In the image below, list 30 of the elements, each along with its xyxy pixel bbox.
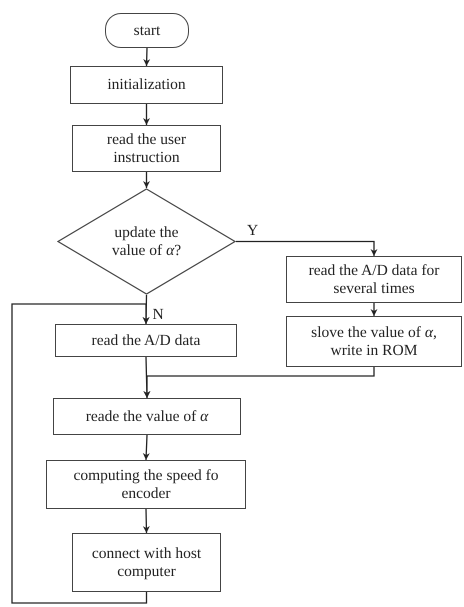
arrow (142, 434, 150, 460)
arrow (143, 48, 150, 66)
process-box (53, 398, 241, 435)
node-text: slove the value of α, write in ROM (310, 324, 438, 359)
process-box (46, 460, 246, 509)
process-box (72, 533, 221, 592)
decision-diamond (57, 188, 236, 295)
node-text: reade the value of α (86, 408, 208, 426)
arrow (11, 303, 150, 604)
node-text: start (134, 22, 160, 40)
terminal-box (105, 13, 189, 48)
node-text: update the value of α? (110, 224, 182, 259)
node-text: read the A/D data (92, 332, 200, 350)
node-text: computing the speed fo encoder (72, 467, 220, 502)
node-text: read the user instruction (106, 131, 188, 166)
process-box (286, 316, 462, 367)
arrow (236, 240, 378, 256)
arrow (143, 172, 150, 188)
process-box (286, 256, 462, 303)
node-text: read the A/D data for several times (308, 262, 440, 297)
process-box (72, 125, 221, 172)
arrow (143, 356, 150, 398)
node-text: initialization (107, 76, 186, 94)
arrow (142, 508, 150, 534)
process-box (55, 324, 237, 357)
process-box (70, 66, 223, 104)
arrow (143, 104, 150, 125)
edge-label: Y (246, 222, 260, 238)
arrow (370, 303, 378, 316)
node-text: connect with host computer (92, 545, 202, 580)
